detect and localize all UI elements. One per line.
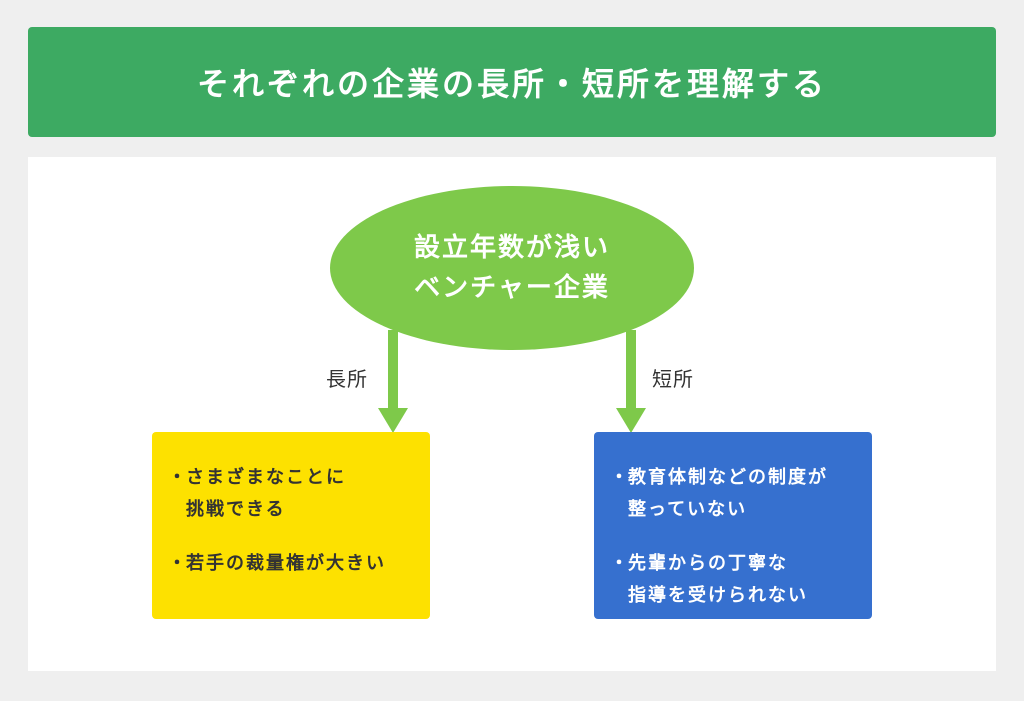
center-node-line1: 設立年数が浅い bbox=[413, 233, 610, 263]
header-banner: それぞれの企業の長所・短所を理解する bbox=[28, 27, 996, 137]
bullet: ・ bbox=[610, 467, 630, 488]
cons-item: ・ 先輩からの丁寧な 指導を受けられない bbox=[610, 548, 858, 612]
pros-item-line: 若手の裁量権が大きい bbox=[186, 553, 386, 574]
cons-item-line: 整っていない bbox=[628, 499, 748, 520]
bullet: ・ bbox=[610, 553, 630, 574]
cons-box: ・ 教育体制などの制度が 整っていない ・ 先輩からの丁寧な 指導を受けられない bbox=[594, 432, 872, 619]
cons-item: ・ 教育体制などの制度が 整っていない bbox=[610, 462, 858, 526]
bullet: ・ bbox=[168, 553, 188, 574]
cons-label: 短所 bbox=[652, 367, 694, 391]
cons-item-line: 指導を受けられない bbox=[628, 585, 808, 606]
pros-item-line: さまざまなことに bbox=[186, 467, 346, 488]
pros-arrow bbox=[378, 330, 408, 433]
cons-item-line: 先輩からの丁寧な bbox=[628, 553, 788, 574]
pros-item: ・ 若手の裁量権が大きい bbox=[168, 548, 416, 580]
bullet: ・ bbox=[168, 467, 188, 488]
pros-label: 長所 bbox=[326, 367, 368, 391]
cons-arrow bbox=[616, 330, 646, 433]
page-title: それぞれの企業の長所・短所を理解する bbox=[196, 65, 827, 103]
pros-item: ・ さまざまなことに 挑戦できる bbox=[168, 462, 416, 526]
center-node: 設立年数が浅い ベンチャー企業 bbox=[330, 186, 694, 350]
center-node-line2: ベンチャー企業 bbox=[414, 273, 610, 303]
pros-box: ・ さまざまなことに 挑戦できる ・ 若手の裁量権が大きい bbox=[152, 432, 430, 619]
pros-item-line: 挑戦できる bbox=[186, 499, 286, 520]
cons-item-line: 教育体制などの制度が bbox=[628, 467, 828, 488]
